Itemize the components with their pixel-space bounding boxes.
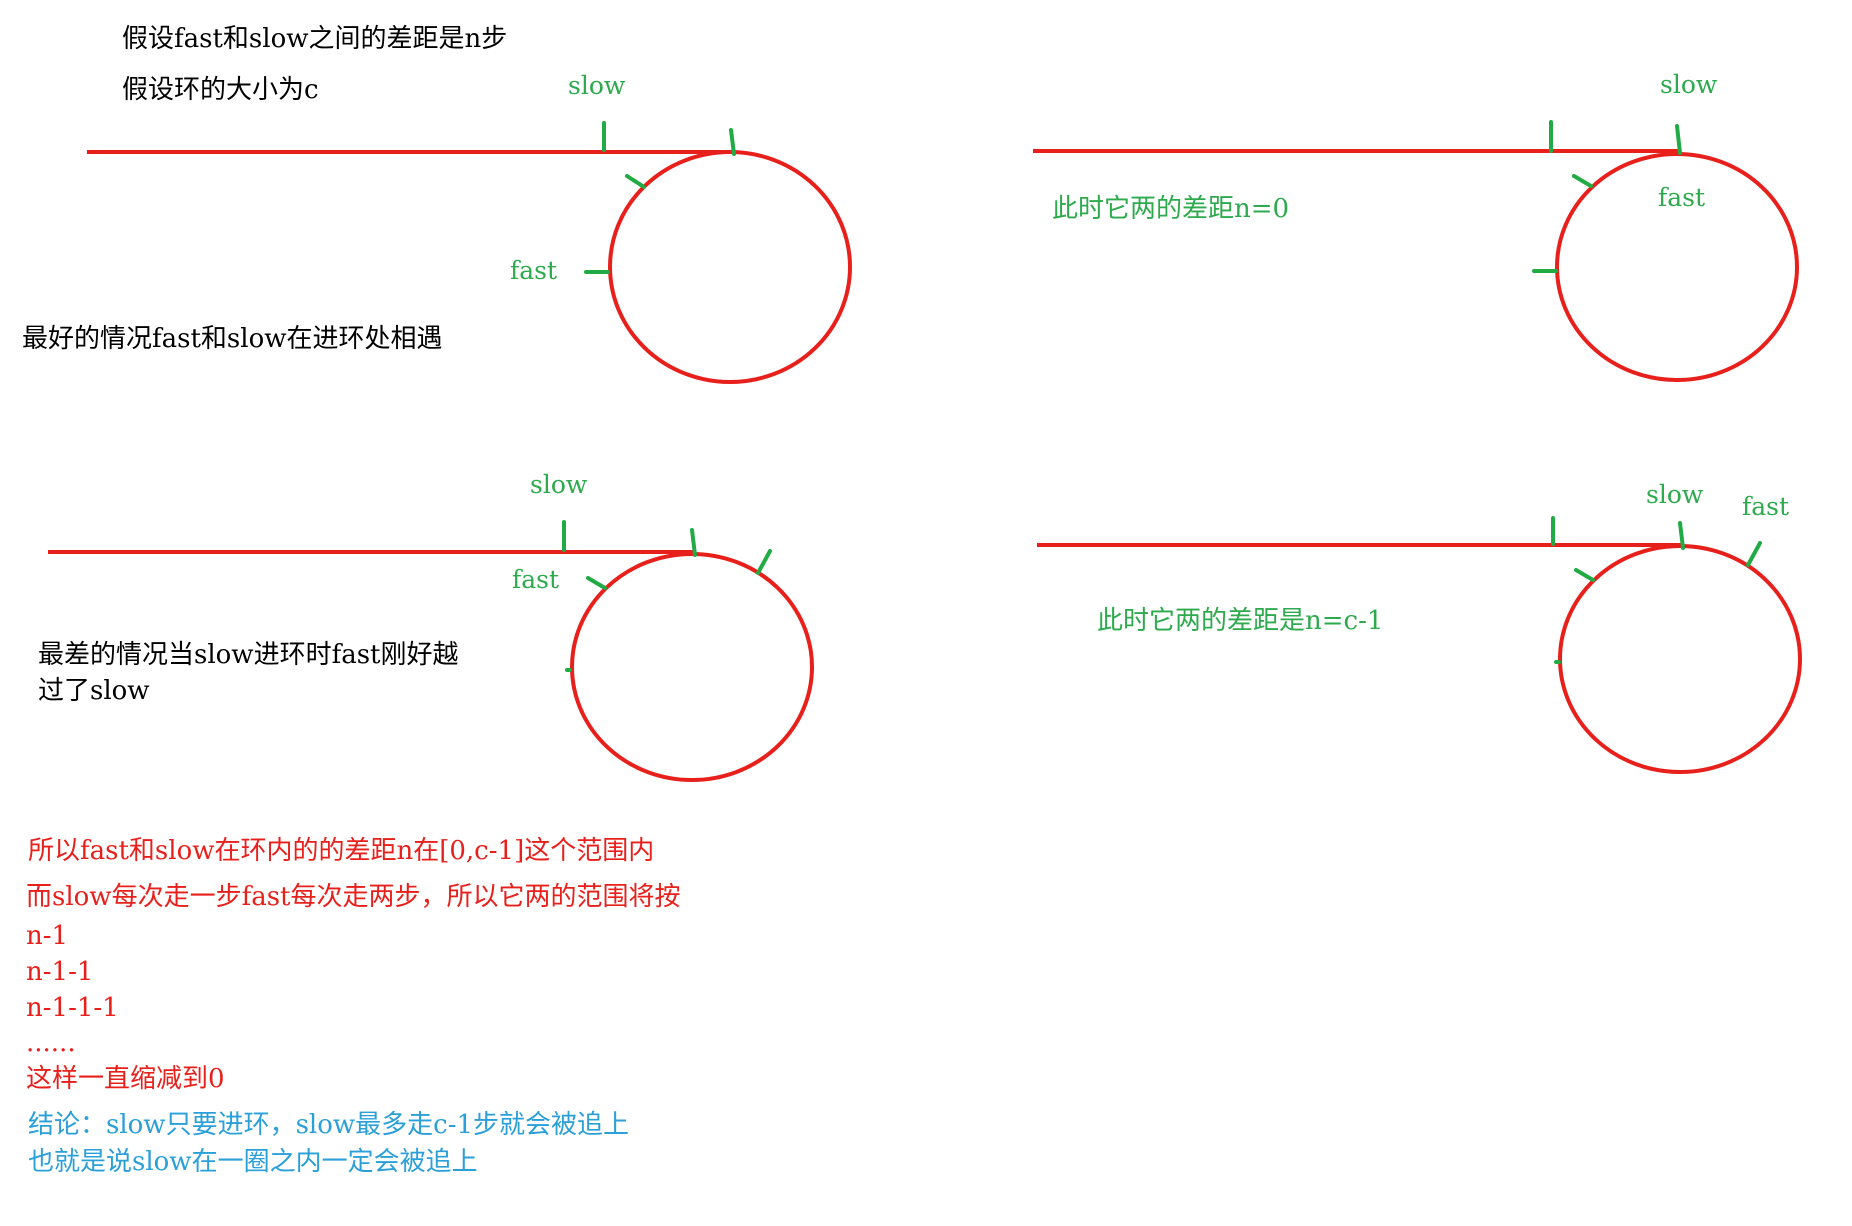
assumption-gap-text: 假设fast和slow之间的差距是n步 — [122, 24, 508, 54]
panel-2-fast-label: fast — [1658, 183, 1706, 212]
panel-4-slow-label: slow — [1646, 480, 1704, 509]
panel-2-drawing — [1033, 120, 1799, 382]
sequence-ellipsis: ...... — [26, 1028, 76, 1058]
panel-3-ring — [570, 552, 814, 782]
panel-4-fast-tick — [1746, 541, 1762, 567]
panel-4-fast-label: fast — [1742, 492, 1790, 521]
sequence-step-3: n-1-1-1 — [26, 993, 119, 1023]
panel-3-ring-tick — [756, 549, 772, 575]
conclusion-line-2: 也就是说slow在一圈之内一定会被追上 — [28, 1147, 478, 1177]
panel-2-caption: 此时它两的差距n=0 — [1052, 194, 1290, 224]
panel-1-fast-label: fast — [510, 256, 558, 285]
panel-3-fast-label: fast — [512, 565, 560, 594]
panel-3-caption-line-1: 最差的情况当slow进环时fast刚好越 — [38, 640, 459, 670]
panel-4-tick-upper — [1574, 568, 1595, 582]
panel-3-drawing — [48, 520, 814, 782]
panel-3-caption-line-2: 过了slow — [38, 676, 150, 706]
panel-3-fast-tick — [586, 576, 607, 590]
conclusion-line-1: 结论：slow只要进环，slow最多走c-1步就会被追上 — [28, 1110, 630, 1140]
panel-1-drawing — [87, 121, 852, 384]
panel-3-slow-label: slow — [530, 470, 588, 499]
panel-4-drawing — [1037, 516, 1802, 774]
sequence-step-2: n-1-1 — [26, 957, 94, 987]
panel-2-slow-label: slow — [1660, 70, 1718, 99]
panel-2-tick-upper — [1572, 174, 1593, 188]
panel-1-ring — [608, 150, 852, 384]
panel-2-meeting-tick — [1675, 124, 1682, 155]
panel-3-entry-tick — [690, 528, 697, 557]
sequence-step-1: n-1 — [26, 921, 69, 951]
explanation-range: 所以fast和slow在环内的的差距n在[0,c-1]这个范围内 — [28, 836, 655, 866]
panel-1-caption: 最好的情况fast和slow在进环处相遇 — [22, 324, 443, 354]
panel-4-caption: 此时它两的差距是n=c-1 — [1097, 606, 1384, 636]
panel-1-entry-tick — [729, 128, 736, 156]
panel-1-fast-tick-upper — [625, 174, 646, 189]
explanation-step: 而slow每次走一步fast每次走两步，所以它两的范围将按 — [26, 882, 681, 912]
explanation-shrink: 这样一直缩减到0 — [26, 1064, 225, 1094]
panel-2-ring — [1555, 152, 1799, 382]
panel-1-slow-label: slow — [568, 71, 626, 100]
panel-4-ring — [1558, 544, 1802, 774]
panel-4-entry-tick — [1678, 521, 1685, 550]
assumption-ring-text: 假设环的大小为c — [122, 75, 319, 105]
